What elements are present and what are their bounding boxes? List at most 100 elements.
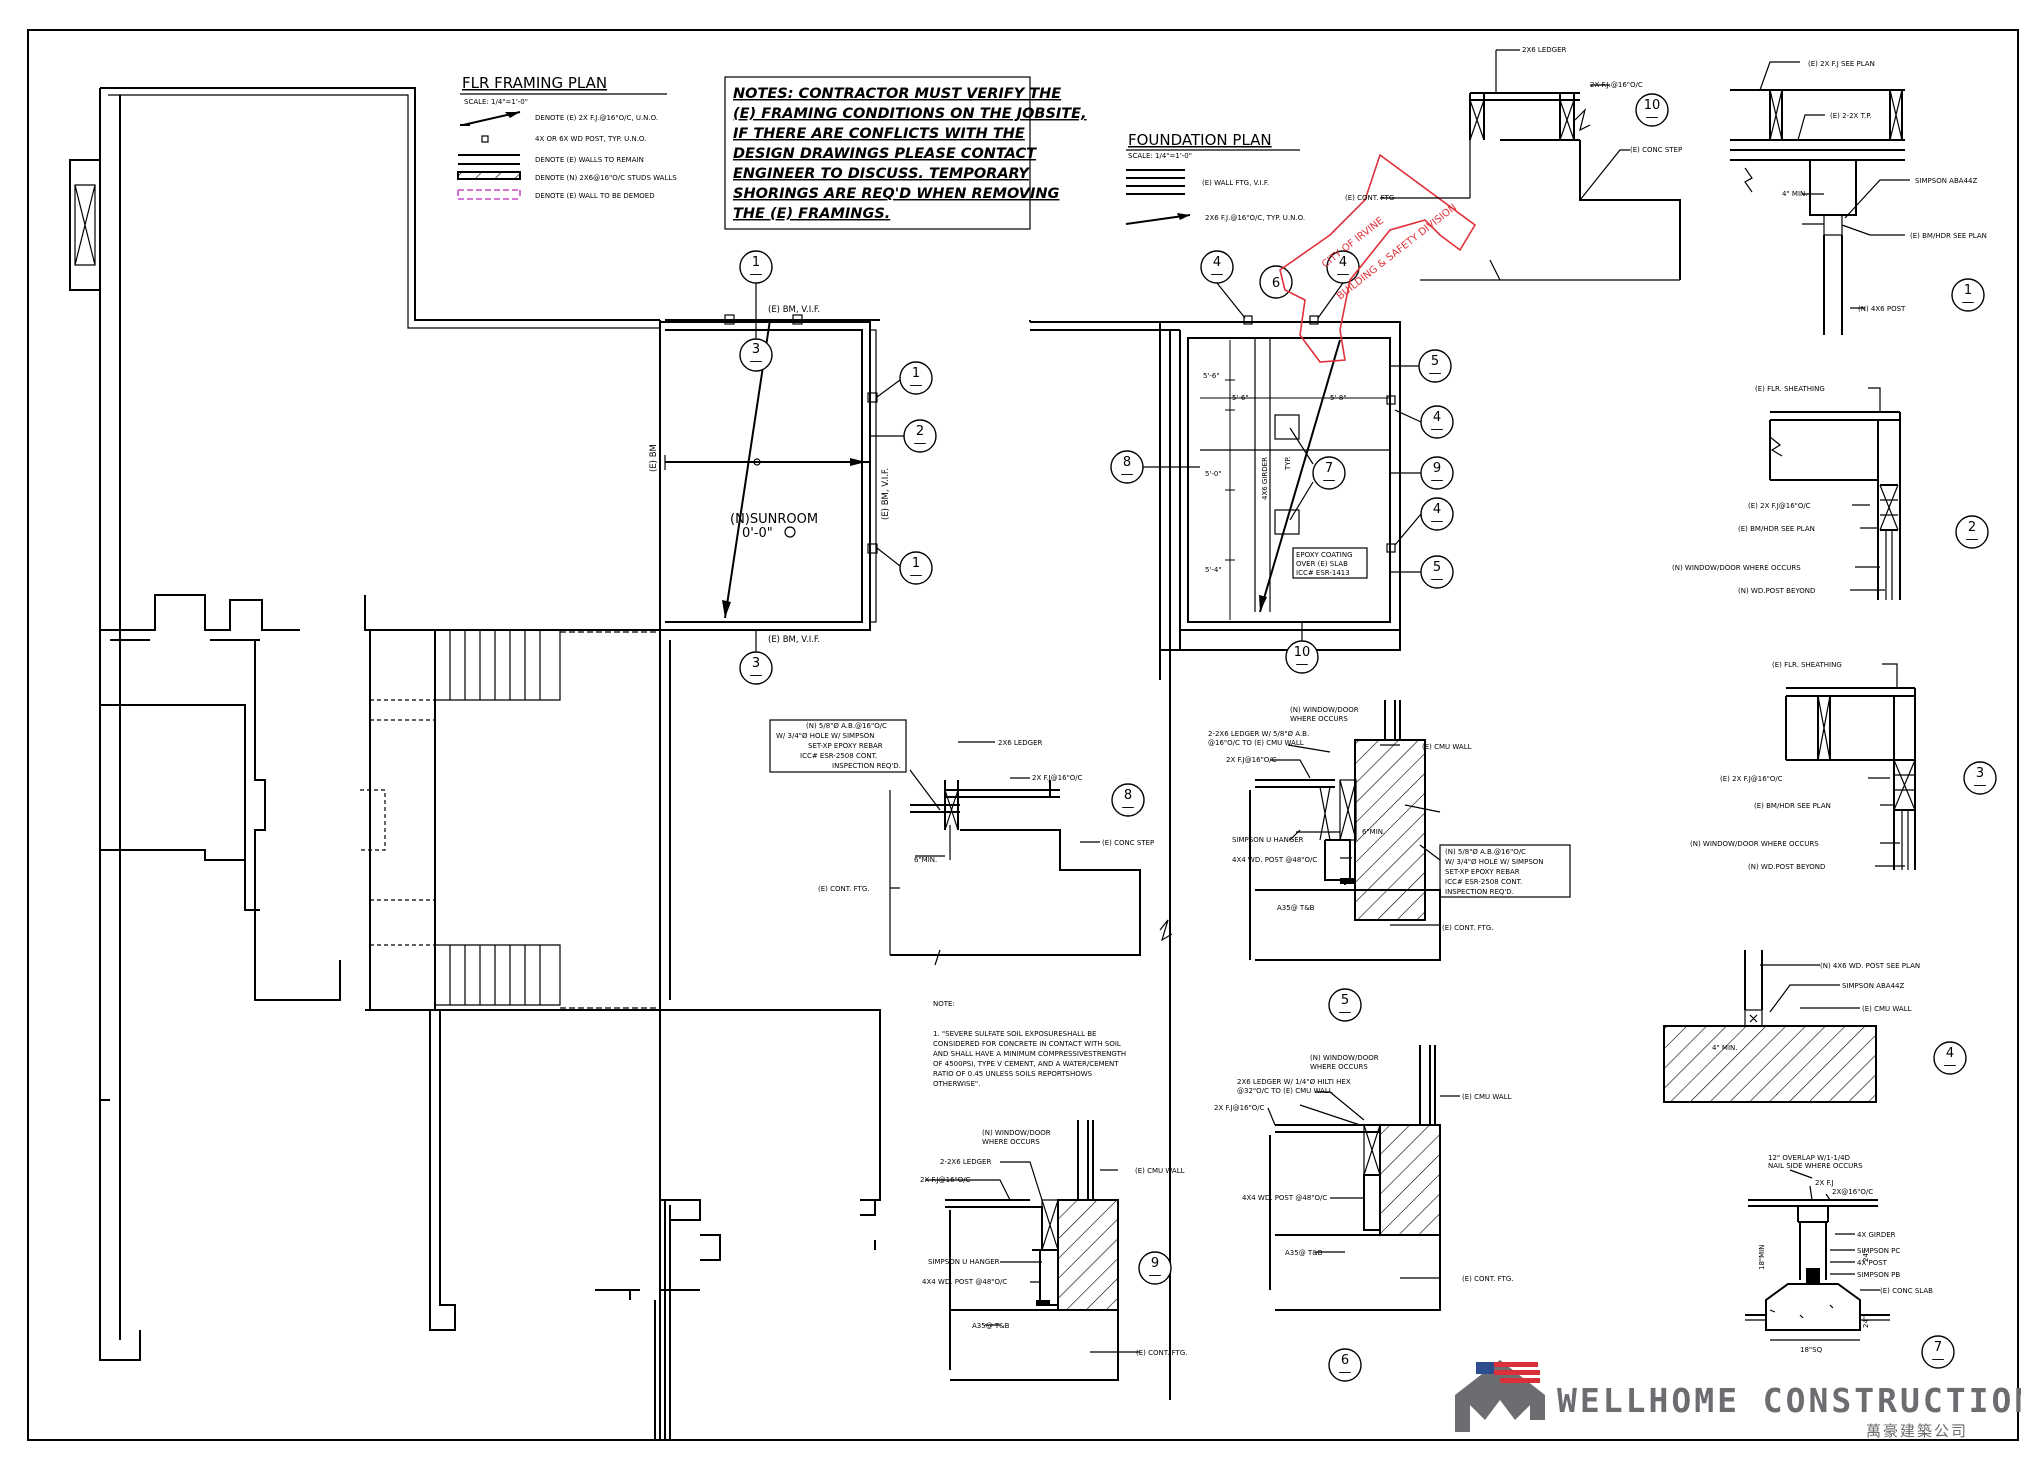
svg-text:CONSIDERED FOR CONCRETE IN CON: CONSIDERED FOR CONCRETE IN CONTACT WITH … [933, 1040, 1121, 1048]
svg-text:(E) 2X F.J SEE PLAN: (E) 2X F.J SEE PLAN [1808, 60, 1875, 68]
svg-text:4X OR 6X WD POST, TYP. U.N.O.: 4X OR 6X WD POST, TYP. U.N.O. [535, 135, 646, 143]
foundation-bubbles: 4— 6 4— 5— 4— 8— 7— 9— 4— 5— 10— [1110, 250, 1454, 674]
svg-text:INSPECTION REQ'D.: INSPECTION REQ'D. [832, 762, 901, 770]
svg-text:DENOTE (N) 2X6@16"O/C STUDS WA: DENOTE (N) 2X6@16"O/C STUDS WALLS [535, 174, 677, 182]
svg-text:SIMPSON PC: SIMPSON PC [1857, 1247, 1900, 1255]
svg-text:SHORINGS ARE REQ'D WHEN REMOVI: SHORINGS ARE REQ'D WHEN REMOVING [733, 186, 1060, 202]
detail-3: (E) FLR. SHEATHING (E) 2X F.J@16"O/C (E)… [1690, 661, 1997, 871]
label-bm-left: (E) BM [649, 444, 659, 472]
svg-text:—: — [1149, 1268, 1162, 1283]
svg-text:—: — [1431, 473, 1444, 488]
company-logo: WELLHOME CONSTRUCTION 萬豪建築公司 [1455, 1360, 2021, 1440]
sheet-border [27, 29, 2019, 1441]
svg-text:@16"O/C TO (E) CMU WALL: @16"O/C TO (E) CMU WALL [1208, 739, 1304, 747]
svg-text:4X POST: 4X POST [1857, 1259, 1888, 1267]
svg-text:ICC# ESR-2508 CONT.: ICC# ESR-2508 CONT. [1445, 878, 1522, 886]
svg-text:—: — [750, 354, 763, 369]
svg-text:4X4 WD. POST @48"O/C: 4X4 WD. POST @48"O/C [1232, 856, 1317, 864]
svg-text:(N) WINDOW/DOOR: (N) WINDOW/DOOR [982, 1129, 1051, 1137]
notes-box: NOTES: CONTRACTOR MUST VERIFY THE (E) FR… [724, 76, 1087, 230]
svg-text:NOTE:: NOTE: [933, 1000, 955, 1008]
svg-text:—: — [1431, 572, 1444, 587]
general-note: NOTE: 1. "SEVERE SULFATE SOIL EXPOSURESH… [933, 1000, 1126, 1088]
svg-text:(E) FRAMING CONDITIONS ON THE: (E) FRAMING CONDITIONS ON THE JOBSITE, [733, 106, 1087, 122]
framing-legend: FLR FRAMING PLAN SCALE: 1/4"=1'-0" DENOT… [457, 74, 677, 200]
svg-text:4: 4 [1946, 1046, 1954, 1061]
detail-1: (E) 2X F.J SEE PLAN (E) 2-2X T.P. SIMPSO… [1730, 60, 1987, 335]
svg-text:1: 1 [1964, 283, 1972, 298]
svg-text:2X@16"O/C: 2X@16"O/C [1832, 1188, 1873, 1196]
svg-text:INSPECTION REQ'D.: INSPECTION REQ'D. [1445, 888, 1514, 896]
svg-text:4: 4 [1433, 502, 1441, 517]
svg-text:(E) BM/HDR SEE PLAN: (E) BM/HDR SEE PLAN [1738, 525, 1815, 533]
svg-text:—: — [1339, 1005, 1352, 1020]
room-name: (N)SUNROOM [730, 512, 818, 527]
svg-text:—: — [1646, 110, 1659, 125]
svg-text:(E) BM/HDR SEE PLAN: (E) BM/HDR SEE PLAN [1910, 232, 1987, 240]
svg-text:DENOTE (E) WALLS TO REMAIN: DENOTE (E) WALLS TO REMAIN [535, 156, 644, 164]
svg-text:2X F.J: 2X F.J [1815, 1179, 1834, 1187]
existing-house-plan [69, 87, 881, 1440]
svg-text:9: 9 [1151, 1256, 1159, 1271]
svg-text:DESIGN DRAWINGS PLEASE CONTACT: DESIGN DRAWINGS PLEASE CONTACT [733, 146, 1037, 162]
svg-text:—: — [1337, 267, 1350, 282]
svg-text:BUILDING & SAFETY DIVISION: BUILDING & SAFETY DIVISION [1335, 202, 1459, 302]
svg-text:5: 5 [1431, 354, 1439, 369]
svg-text:FOUNDATION PLAN: FOUNDATION PLAN [1128, 131, 1272, 149]
svg-text:ICC# ESR-2508 CONT.: ICC# ESR-2508 CONT. [800, 752, 877, 760]
svg-text:(E) CMU WALL: (E) CMU WALL [1462, 1093, 1512, 1101]
svg-text:THE (E) FRAMINGS.: THE (E) FRAMINGS. [733, 206, 890, 222]
svg-text:DENOTE (E) 2X F.J.@16"O/C, U.N: DENOTE (E) 2X F.J.@16"O/C, U.N.O. [535, 114, 658, 122]
svg-text:6: 6 [1341, 1353, 1349, 1368]
svg-text:12" OVERLAP W/1-1/4D: 12" OVERLAP W/1-1/4D [1768, 1154, 1850, 1162]
svg-text:WHERE OCCURS: WHERE OCCURS [1290, 715, 1348, 723]
svg-text:—: — [1962, 295, 1975, 310]
svg-text:—: — [1974, 778, 1987, 793]
svg-text:—: — [750, 668, 763, 683]
svg-text:4X GIRDER: 4X GIRDER [1857, 1231, 1896, 1239]
svg-text:7: 7 [1934, 1340, 1942, 1355]
svg-text:(E) CONT. FTG.: (E) CONT. FTG. [818, 885, 869, 893]
svg-text:(E) BM/HDR SEE PLAN: (E) BM/HDR SEE PLAN [1754, 802, 1831, 810]
svg-text:5'-0": 5'-0" [1205, 470, 1222, 478]
svg-text:—: — [1122, 800, 1135, 815]
svg-text:(N) WINDOW/DOOR: (N) WINDOW/DOOR [1290, 706, 1359, 714]
detail-4: (N) 4X6 WD. POST SEE PLAN SIMPSON ABA44Z… [1663, 950, 1967, 1103]
svg-text:(E) CMU WALL: (E) CMU WALL [1422, 743, 1472, 751]
svg-text:18"SQ: 18"SQ [1800, 1346, 1823, 1354]
svg-text:RATIO OF 0.45 UNLESS SOILS REP: RATIO OF 0.45 UNLESS SOILS REPORTSHOWS [933, 1070, 1093, 1078]
svg-text:OVER (E) SLAB: OVER (E) SLAB [1296, 560, 1348, 568]
svg-text:2X6 LEDGER: 2X6 LEDGER [998, 739, 1042, 747]
svg-text:9: 9 [1433, 461, 1441, 476]
svg-text:OTHERWISE".: OTHERWISE". [933, 1080, 980, 1088]
svg-text:5'-6": 5'-6" [1203, 372, 1220, 380]
svg-text:SCALE: 1/4"=1'-0": SCALE: 1/4"=1'-0" [1128, 152, 1192, 160]
svg-text:3: 3 [752, 656, 760, 671]
svg-text:3: 3 [1976, 766, 1984, 781]
svg-text:5'-6": 5'-6" [1232, 394, 1249, 402]
svg-text:18"MIN: 18"MIN [1758, 1245, 1766, 1270]
svg-text:1: 1 [912, 366, 920, 381]
svg-text:SIMPSON PB: SIMPSON PB [1857, 1271, 1900, 1279]
svg-text:SIMPSON U HANGER: SIMPSON U HANGER [1232, 836, 1304, 844]
svg-text:(E) 2X F.J@16"O/C: (E) 2X F.J@16"O/C [1748, 502, 1811, 510]
svg-text:4X4 WD. POST @48"O/C: 4X4 WD. POST @48"O/C [1242, 1194, 1327, 1202]
svg-text:SET-XP EPOXY REBAR: SET-XP EPOXY REBAR [808, 742, 883, 750]
svg-text:(N) 5/8"Ø A.B.@16"O/C: (N) 5/8"Ø A.B.@16"O/C [806, 722, 887, 730]
svg-text:SIMPSON ABA44Z: SIMPSON ABA44Z [1915, 177, 1977, 185]
svg-text:2: 2 [916, 424, 924, 439]
svg-text:—: — [1944, 1058, 1957, 1073]
svg-text:4: 4 [1213, 255, 1221, 270]
label-bm-right: (E) BM, V.I.F. [881, 468, 891, 520]
svg-text:1: 1 [752, 255, 760, 270]
svg-text:—: — [1932, 1352, 1945, 1367]
svg-text:(N) 4X6 POST: (N) 4X6 POST [1858, 305, 1906, 313]
svg-text:10: 10 [1644, 98, 1661, 113]
svg-text:4: 4 [1433, 410, 1441, 425]
detail-2: (E) FLR. SHEATHING (E) 2X F.J@16"O/C (E)… [1672, 385, 1989, 600]
svg-text:5'-8": 5'-8" [1330, 394, 1347, 402]
svg-text:2: 2 [1968, 520, 1976, 535]
svg-text:(N) WINDOW/DOOR WHERE OCCURS: (N) WINDOW/DOOR WHERE OCCURS [1672, 564, 1801, 572]
city-stamp: CITY OF IRVINE BUILDING & SAFETY DIVISIO… [1279, 153, 1477, 363]
